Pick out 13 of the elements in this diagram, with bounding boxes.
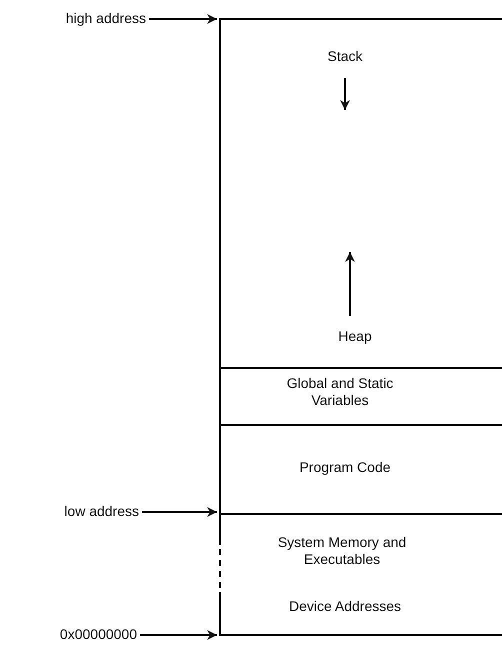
segment-label: Program Code [298,459,392,476]
arrow [140,630,217,640]
arrow [142,507,217,517]
segment-label: System Memory and Executables [276,534,408,568]
memory-segment [220,513,502,636]
segment-label: Stack [326,48,364,65]
segment-label: Global and Static Variables [286,375,394,409]
address-label: 0x00000000 [60,626,137,643]
arrow [149,14,217,24]
address-label: low address [64,503,139,520]
segment-label: Heap [337,328,373,345]
address-label: high address [66,10,146,27]
segment-label: Device Addresses [288,598,402,615]
